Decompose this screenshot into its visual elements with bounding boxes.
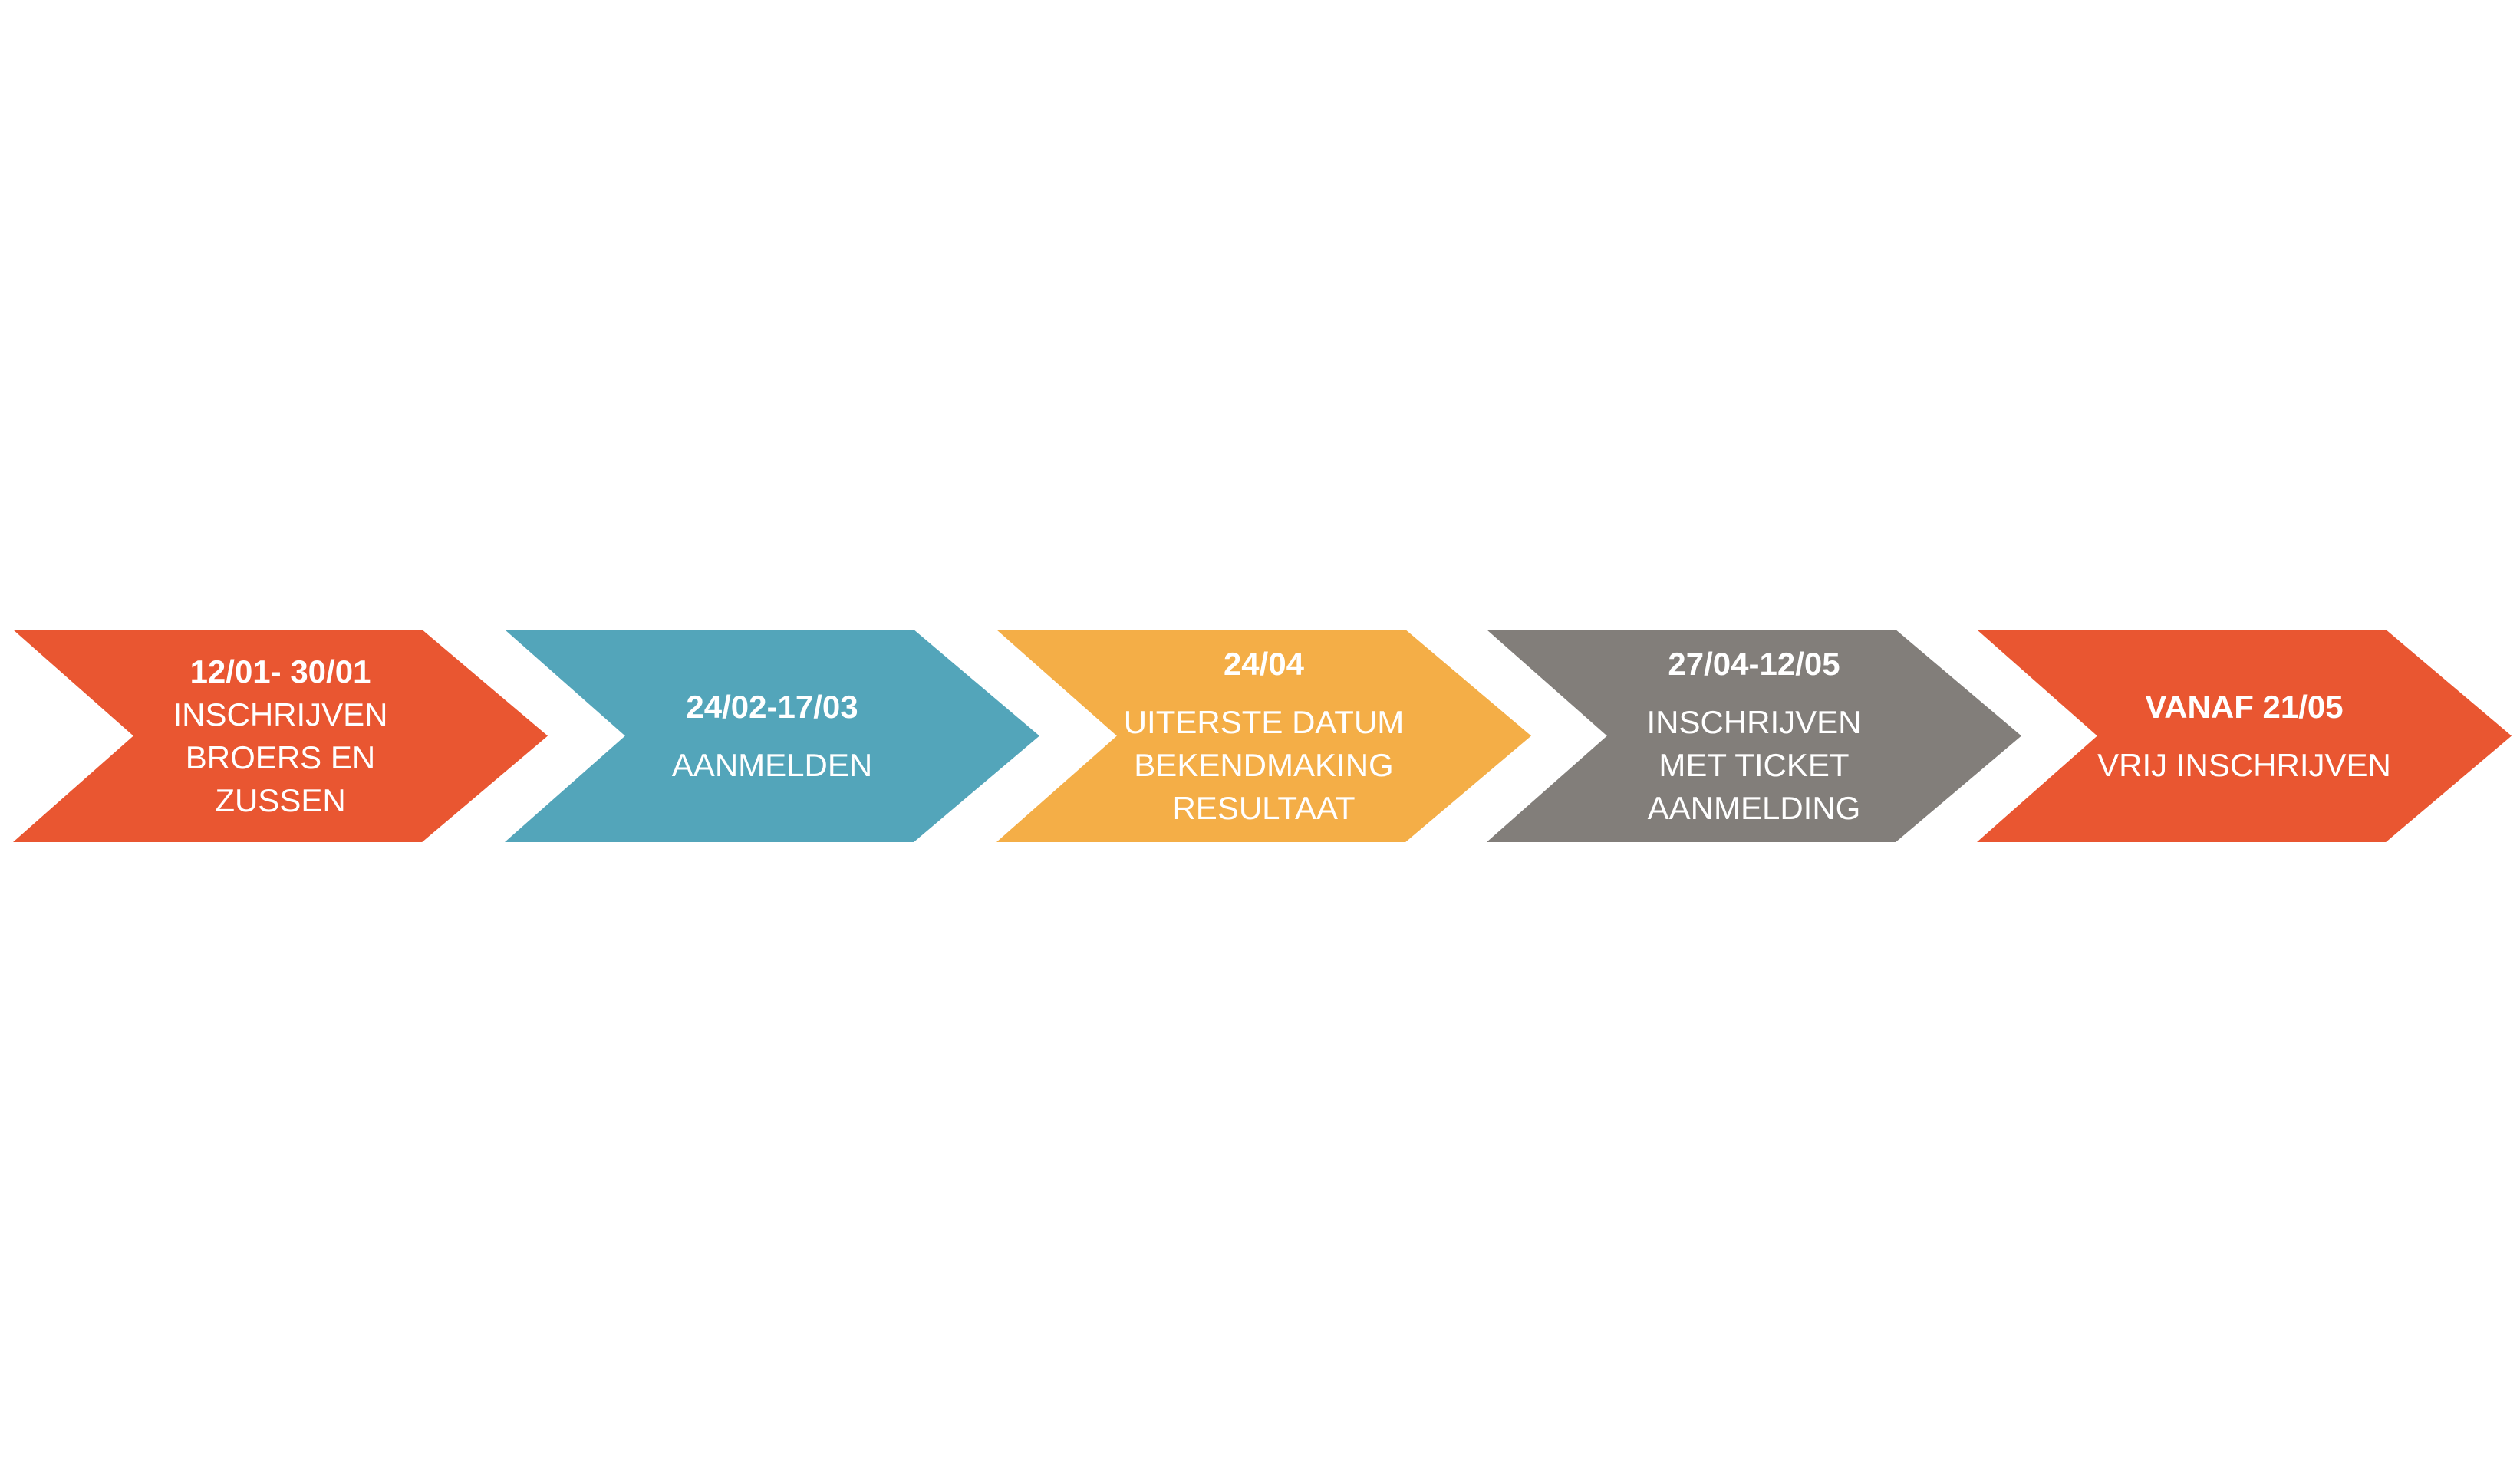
step-label: INSCHRIJVEN MET TICKET AANMELDING [1646, 703, 1862, 826]
step-date: 27/04-12/05 [1668, 645, 1840, 682]
step-label: INSCHRIJVEN BROERS EN ZUSSEN [173, 696, 388, 818]
step-1-chevron: 12/01- 30/01 INSCHRIJVEN BROERS EN ZUSSE… [13, 630, 548, 842]
step-date: VANAF 21/05 [2145, 688, 2344, 725]
step-2-chevron: 24/02-17/03 AANMELDEN [505, 630, 1039, 842]
step-date: 24/02-17/03 [686, 688, 858, 725]
step-3-chevron: 24/04 UITERSTE DATUM BEKENDMAKING RESULT… [996, 630, 1531, 842]
step-label: AANMELDEN [671, 746, 873, 783]
step-date: 12/01- 30/01 [189, 653, 371, 689]
step-5-chevron: VANAF 21/05 VRIJ INSCHRIJVEN [1977, 630, 2512, 842]
step-4-chevron: 27/04-12/05 INSCHRIJVEN MET TICKET AANME… [1487, 630, 2021, 842]
step-label: UITERSTE DATUM BEKENDMAKING RESULTAAT [1123, 703, 1405, 826]
step-label: VRIJ INSCHRIJVEN [2097, 746, 2391, 783]
step-date: 24/04 [1223, 645, 1305, 682]
